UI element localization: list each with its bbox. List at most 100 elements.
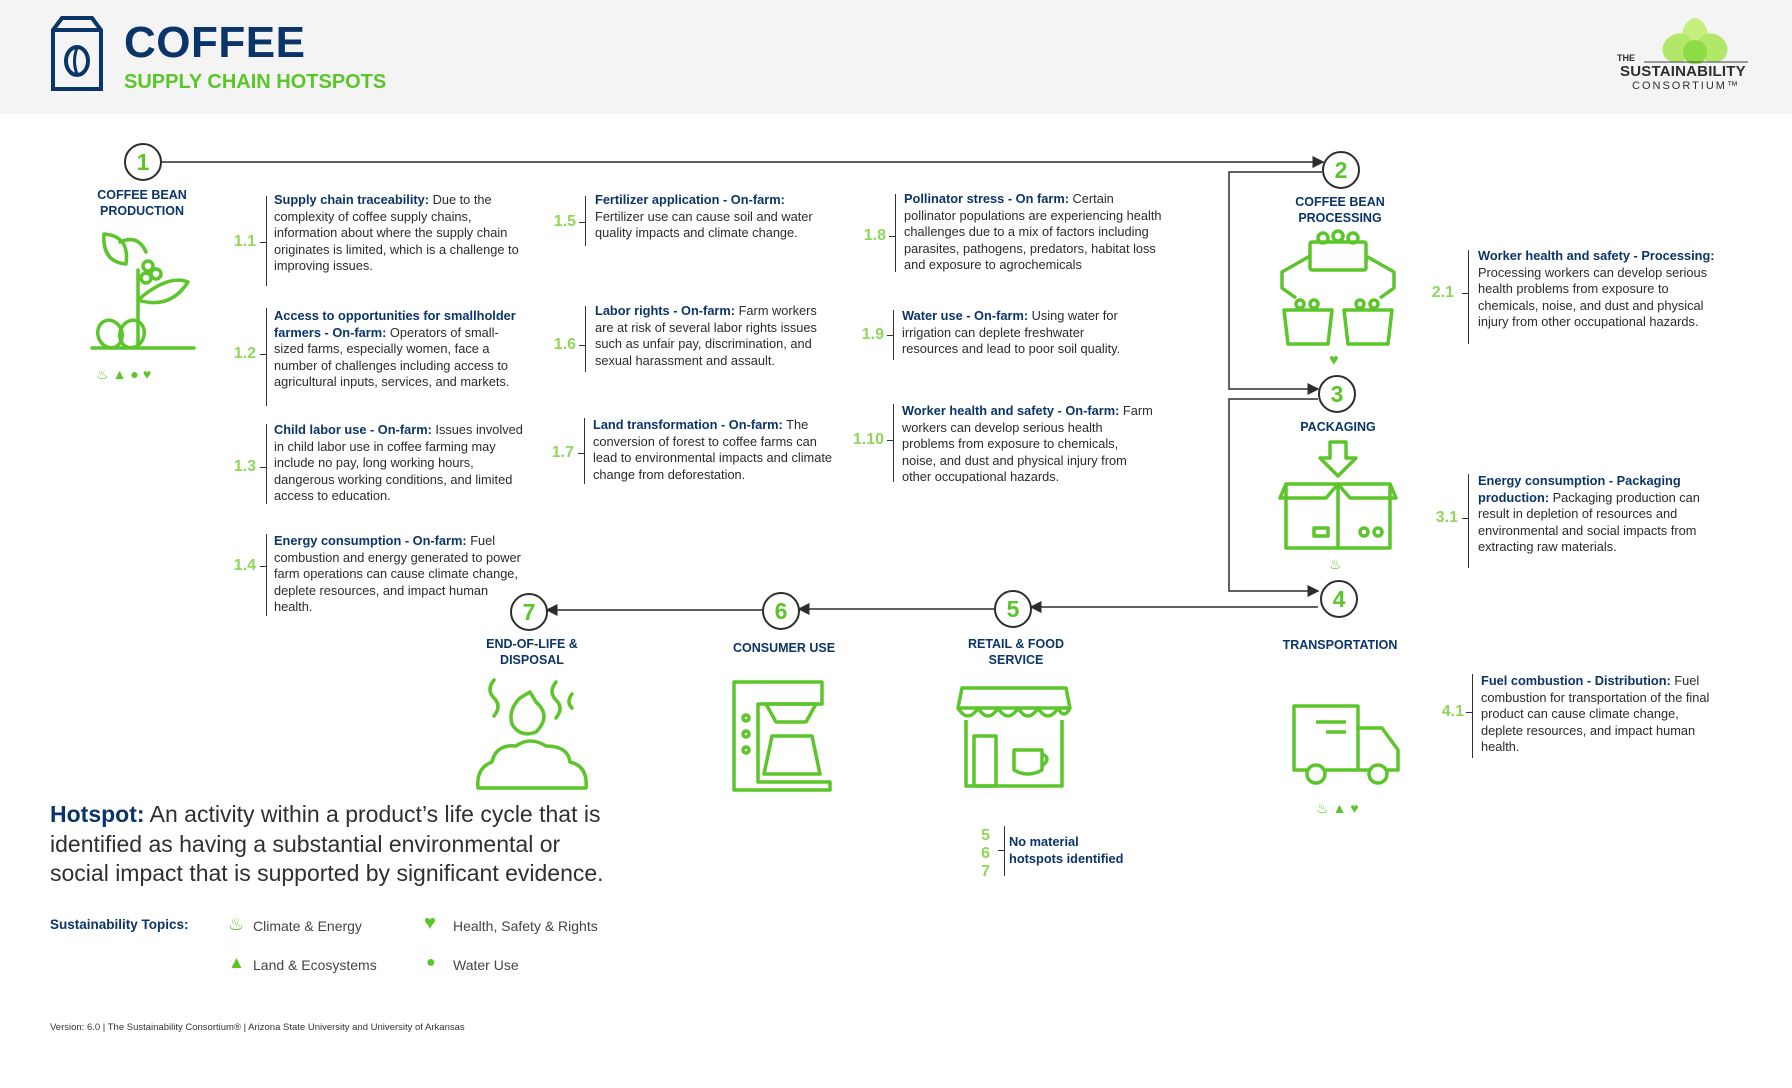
coffee-maker-icon (732, 680, 832, 792)
hotspot-1-6-bar (585, 306, 586, 372)
hotspot-1-6-tick (579, 345, 585, 346)
hotspot-3-1-text: Packaging production can result in deple… (1478, 489, 1700, 555)
coffee-plant-icon (90, 232, 196, 350)
page-subtitle: SUPPLY CHAIN HOTSPOTS (124, 71, 387, 93)
hotspot-1-10-title: Worker health and safety - On-farm: (902, 403, 1120, 418)
stage-2-circle: 2 (1322, 151, 1360, 189)
hotspot-3-1-title: Energy consumption - Packaging productio… (1478, 473, 1681, 505)
hotspot-1-2-number: 1.2 (233, 345, 256, 362)
hotspot-1-9: Water use - On-farm: Using water for irr… (902, 308, 1142, 358)
legend-climate-energy-icon: ♨ (228, 914, 245, 934)
hotspot-2-1: Worker health and safety - Processing: P… (1478, 248, 1724, 331)
hotspot-3-1-bar (1468, 474, 1469, 568)
hotspot-2-1-tick (1462, 293, 1468, 294)
logo-main: SUSTAINABILITY (1620, 63, 1746, 80)
hotspot-1-5-title: Fertilizer application - On-farm: (595, 192, 785, 207)
hotspot-4-1-text: Fuel combustion for transportation of th… (1481, 673, 1710, 754)
hotspot-1-8-text: Certain pollinator populations are exper… (904, 191, 1162, 272)
hotspot-1-1-bar (266, 196, 267, 286)
hotspot-1-3-bar (266, 424, 267, 504)
hotspot-1-5: Fertilizer application - On-farm: Fertil… (595, 192, 835, 242)
stage-7-circle: 7 (510, 593, 548, 631)
hotspot-1-7-number: 1.7 (551, 444, 574, 461)
consortium-logo-icon (1644, 18, 1748, 64)
hotspot-2-1-text: Processing workers can develop serious h… (1478, 264, 1708, 330)
stage-7-label: END-OF-LIFE & DISPOSAL (486, 637, 578, 667)
trees-icon: ▲ (1332, 800, 1351, 816)
hotspot-1-1-title: Supply chain traceability: (274, 192, 430, 207)
stage-4-label: TRANSPORTATION (1282, 638, 1398, 652)
hotspot-2-1-number: 2.1 (1431, 284, 1454, 301)
hotspot-1-2: Access to opportunities for smallholder … (274, 308, 524, 391)
hotspot-1-8-tick (889, 236, 895, 237)
no-material-bar (1004, 826, 1005, 876)
processing-machine-icon (1280, 229, 1396, 346)
hotspot-2-1-bar (1468, 250, 1469, 344)
no-material-num-5: 5 (981, 827, 990, 844)
no-material-num-7: 7 (981, 863, 990, 880)
climate-energy-icon: ♨ (1316, 800, 1333, 816)
hotspot-1-6-text: Farm workers are at risk of several labo… (595, 303, 817, 368)
hotspot-1-10-tick (887, 440, 893, 441)
hotspot-1-3-title: Child labor use - On-farm: (274, 422, 432, 437)
hotspot-1-5-number: 1.5 (553, 213, 576, 230)
legend-land-ecosystems: Land & Ecosystems (253, 957, 377, 973)
hotspot-4-1-title: Fuel combustion - Distribution: (1481, 673, 1671, 688)
hotspot-1-5-bar (585, 196, 586, 246)
hotspot-definition: Hotspot: An activity within a product’s … (50, 800, 610, 889)
stage-3-circle: 3 (1318, 375, 1356, 413)
hotspot-1-9-bar (893, 310, 894, 360)
stage-6-label: CONSUMER USE (732, 641, 836, 655)
hotspot-1-2-tick (260, 354, 266, 355)
hotspot-1-2-text: Operators of small-sized farms, especial… (274, 324, 510, 390)
hotspot-1-3: Child labor use - On-farm: Issues involv… (274, 422, 532, 505)
hotspot-1-7-text: The conversion of forest to coffee farms… (593, 417, 832, 482)
hotspot-1-9-number: 1.9 (861, 326, 884, 343)
hotspot-1-7: Land transformation - On-farm: The conve… (593, 417, 835, 483)
hotspot-1-8-bar (895, 194, 896, 272)
legend-climate-energy: Climate & Energy (253, 918, 362, 934)
hotspot-3-1-number: 3.1 (1435, 509, 1458, 526)
hotspot-4-1-number: 4.1 (1441, 703, 1464, 720)
header-band (0, 0, 1792, 114)
stage-1-label: COFFEE BEAN PRODUCTION (97, 188, 187, 218)
hotspot-3-1-tick (1462, 518, 1468, 519)
hotspot-1-7-tick (578, 453, 584, 454)
stage-2-label: COFFEE BEAN PROCESSING (1295, 195, 1385, 225)
hotspot-1-4-tick (260, 566, 266, 567)
delivery-truck-icon (1292, 704, 1400, 785)
page-title: COFFEE (124, 18, 306, 67)
store-front-icon (956, 686, 1072, 788)
stage-1-topic-icons: ♨▲●♥ (96, 366, 155, 383)
stage-3-climate-icon: ♨ (1329, 556, 1342, 572)
hotspot-3-1: Energy consumption - Packaging productio… (1478, 473, 1728, 556)
health-heart-icon: ♥ (1350, 800, 1363, 816)
climate-energy-icon: ♨ (96, 366, 113, 382)
hotspot-1-10-bar (893, 404, 894, 482)
stage-6-circle: 6 (762, 592, 800, 630)
hotspot-1-1: Supply chain traceability: Due to the co… (274, 192, 522, 275)
hotspot-1-9-text: Using water for irrigation can deplete f… (902, 308, 1121, 356)
legend-health-heart-icon: ♥ (424, 912, 436, 934)
legend-health-safety-rights: Health, Safety & Rights (453, 918, 598, 934)
packaging-box-icon (1278, 440, 1398, 550)
legend-water-drop-icon: ● (426, 954, 436, 971)
no-material-num-6: 6 (981, 845, 990, 862)
hotspot-4-1-tick (1466, 712, 1472, 713)
hotspot-1-4-bar (266, 534, 267, 616)
stage-2-heart-icon: ♥ (1329, 352, 1339, 369)
water-drop-icon: ● (130, 366, 143, 382)
hotspot-1-3-text: Issues involved in child labor use in co… (274, 422, 523, 503)
hotspot-1-4: Energy consumption - On-farm: Fuel combu… (274, 533, 528, 616)
hotspot-1-1-text: Due to the complexity of coffee supply c… (274, 192, 519, 273)
stage-1-circle: 1 (124, 143, 162, 181)
coffee-bag-icon (51, 16, 103, 91)
hotspot-1-10: Worker health and safety - On-farm: Farm… (902, 403, 1154, 486)
hotspot-1-4-title: Energy consumption - On-farm: (274, 533, 467, 548)
hotspot-1-7-title: Land transformation - On-farm: (593, 417, 783, 432)
hotspot-1-4-number: 1.4 (233, 557, 256, 574)
hotspot-1-6-title: Labor rights - On-farm: (595, 303, 736, 318)
logo-sub: CONSORTIUM™ (1632, 80, 1740, 92)
hotspot-1-4-text: Fuel combustion and energy generated to … (274, 533, 521, 614)
hotspot-1-2-bar (266, 308, 267, 406)
